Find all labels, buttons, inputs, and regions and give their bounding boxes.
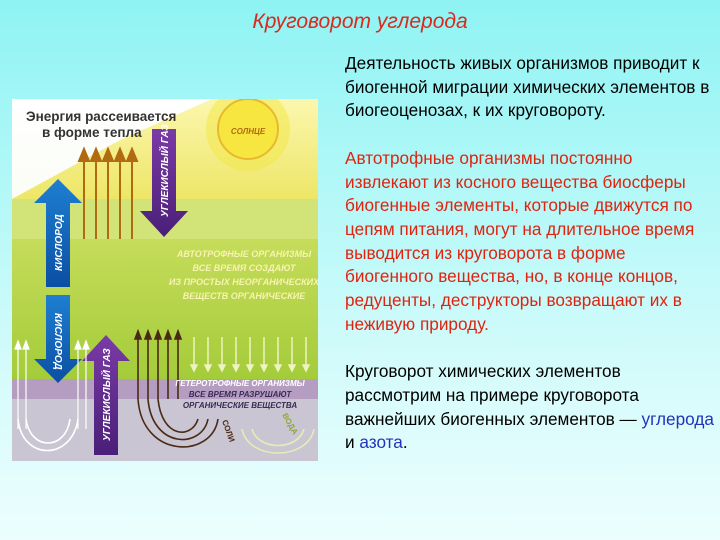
and-text: и	[345, 432, 360, 453]
heat-arrows	[77, 146, 139, 239]
co2-arrow-down: УГЛЕКИСЛЫЙ ГАЗ	[140, 124, 188, 237]
autotroph-text: АВТОТРОФНЫЕ ОРГАНИЗМЫ ВСЕ ВРЕМЯ СОЗДАЮТ …	[169, 249, 318, 301]
lilac-band	[12, 379, 318, 399]
hetero-line3: ОРГАНИЧЕСКИЕ ВЕЩЕСТВА	[183, 401, 298, 410]
slide-title: Круговорот углерода	[252, 10, 468, 33]
paragraph-intro: Деятельность живых организмов приводит к…	[345, 53, 710, 121]
example-text: Круговорот химических элементов рассмотр…	[345, 361, 642, 429]
paragraph-example: Круговорот химических элементов рассмотр…	[345, 360, 715, 455]
heterotroph-text: ГЕТЕРОТРОФНЫЕ ОРГАНИЗМЫ ВСЕ ВРЕМЯ РАЗРУШ…	[175, 379, 305, 410]
hetero-line2: ВСЕ ВРЕМЯ РАЗРУШАЮТ	[189, 390, 293, 399]
co2-label-top: УГЛЕКИСЛЫЙ ГАЗ	[158, 124, 171, 217]
autotroph-line2: ВСЕ ВРЕМЯ СОЗДАЮТ	[192, 263, 297, 273]
oxygen-label-top: КИСЛОРОД	[54, 214, 65, 271]
period-text: .	[402, 432, 408, 453]
soil-band	[12, 399, 318, 461]
autotroph-line1: АВТОТРОФНЫЕ ОРГАНИЗМЫ	[176, 249, 312, 259]
sun-icon: СОЛНЦЕ	[206, 99, 290, 171]
sun-label: СОЛНЦЕ	[231, 127, 266, 136]
hetero-line1: ГЕТЕРОТРОФНЫЕ ОРГАНИЗМЫ	[175, 379, 305, 388]
oxygen-arrow-up: КИСЛОРОД	[34, 179, 82, 287]
co2-label-bottom: УГЛЕКИСЛЫЙ ГАЗ	[100, 348, 113, 441]
autotroph-line4: ВЕЩЕСТВ ОРГАНИЧЕСКИЕ	[183, 291, 306, 301]
slide-text: Деятельность живых организмов приводит к…	[345, 52, 715, 455]
soil-loops	[17, 398, 315, 454]
nutrient-arrows	[189, 337, 311, 373]
paragraph-autotrophs: Автотрофные организмы постоянно извлекаю…	[345, 147, 695, 334]
nitrogen-link: азота	[359, 432, 403, 453]
energy-label-line1: Энергия рассеивается	[26, 109, 176, 124]
co2-arrow-up: УГЛЕКИСЛЫЙ ГАЗ	[82, 335, 130, 455]
oxygen-arrow-down: КИСЛОРОД	[34, 295, 82, 383]
oxygen-label-bottom: КИСЛОРОД	[52, 313, 63, 370]
autotroph-line3: ИЗ ПРОСТЫХ НЕОРГАНИЧЕСКИХ	[169, 277, 318, 287]
energy-label-line2: в форме тепла	[42, 125, 142, 140]
decomposition-arrows	[133, 328, 183, 399]
oxygen-thin-arrows	[14, 339, 90, 429]
carbon-link: углерода	[641, 408, 714, 429]
carbon-cycle-diagram: СОЛНЦЕ Энергия рассеивается в форме тепл…	[12, 99, 318, 461]
